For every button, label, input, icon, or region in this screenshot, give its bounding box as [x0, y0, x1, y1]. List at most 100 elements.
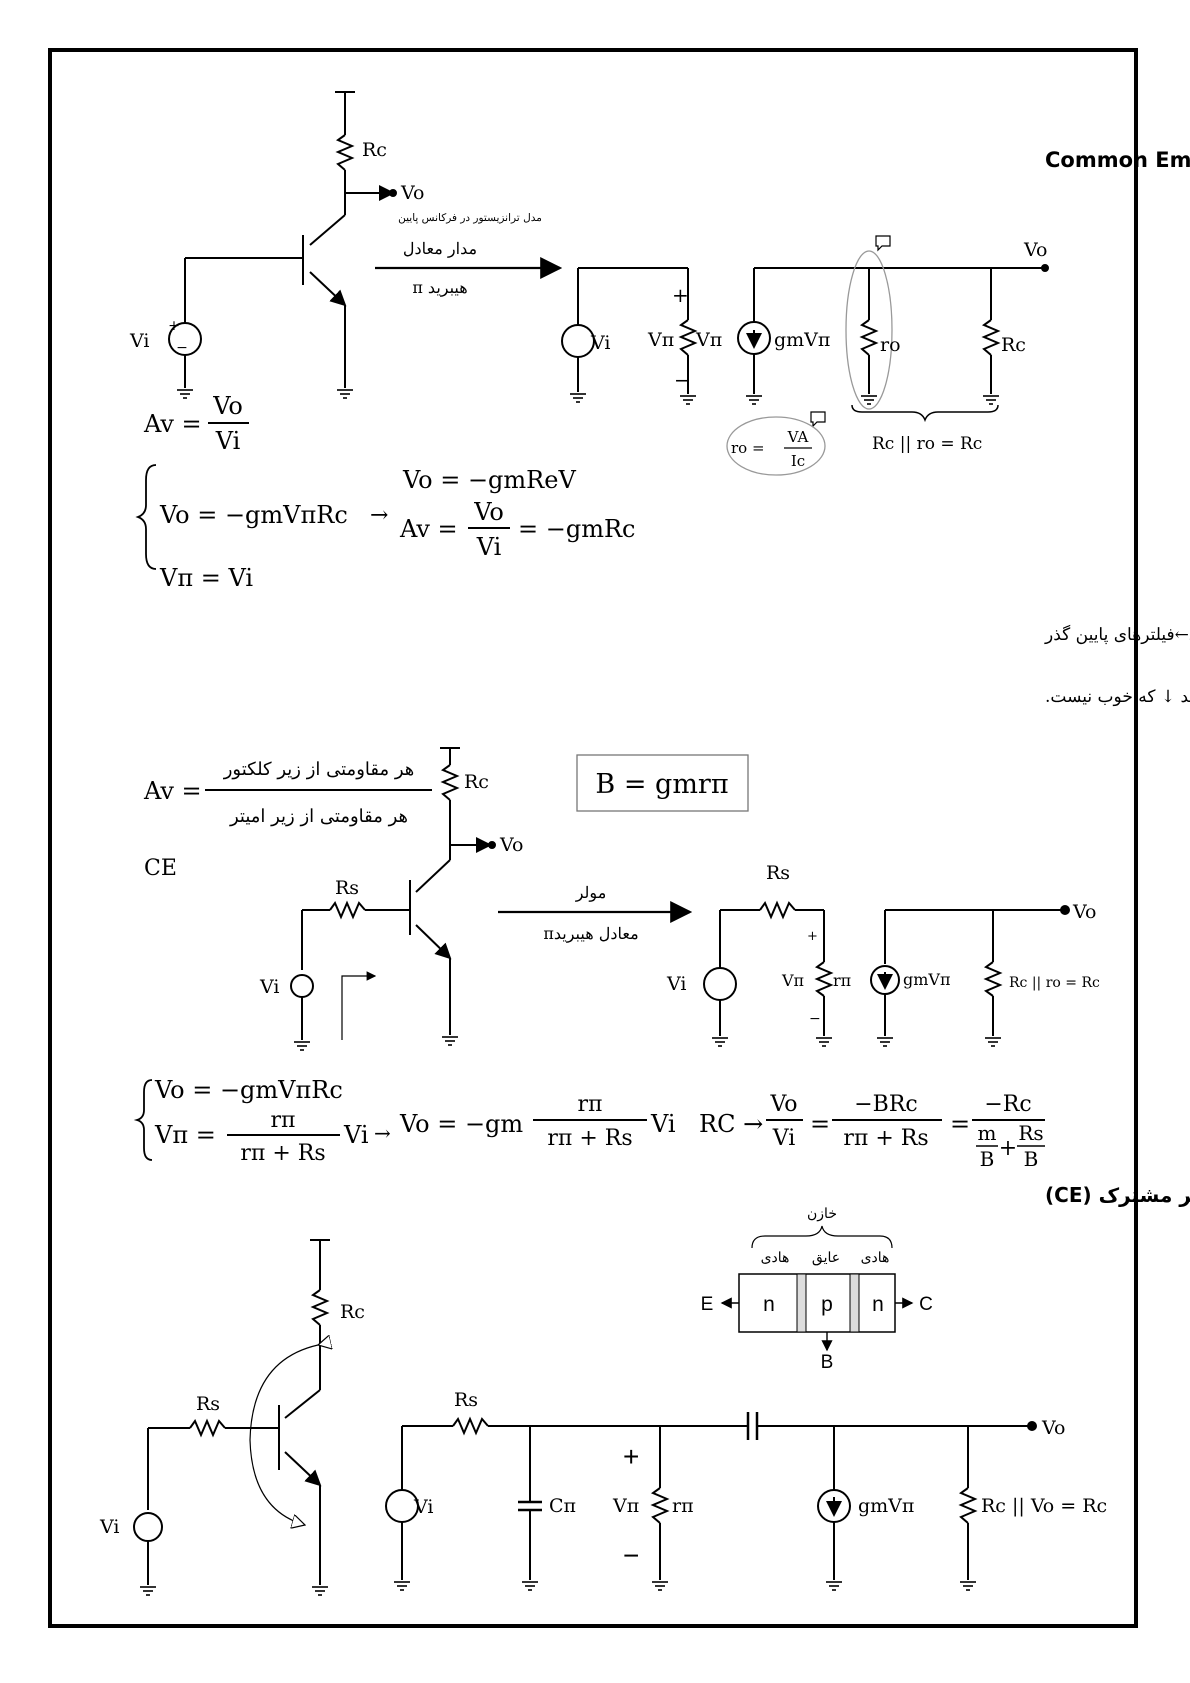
sys2-vpi-lhs: Vπ =	[154, 1121, 216, 1149]
heading-common-emitter: تقویت کننده امیتر مشترک: Common Emitter …	[1045, 148, 1190, 172]
gmvpi-label-2: gmVπ	[903, 970, 950, 989]
paragraph-lowpass: چون در فرکانس پایین گذر عبور می‌دهد و فر…	[1044, 624, 1190, 645]
g3-b-2: B	[1024, 1147, 1039, 1171]
page-border	[48, 48, 1138, 1628]
vpi-label-2: Vπ	[695, 329, 722, 351]
sys2-vpi-rhs: Vi	[343, 1121, 369, 1149]
eq-sign-1: =	[810, 1110, 830, 1138]
capacitor-label: خازن	[807, 1206, 837, 1222]
base-label: B	[821, 1352, 834, 1373]
g3-b-1: B	[980, 1147, 995, 1171]
rs-label-1: Rs	[335, 877, 359, 899]
vo-label-3: Vo	[499, 834, 523, 856]
av-rule-numerator: هر مقاومتی از زیر کلکتور	[223, 759, 415, 780]
rc-parallel-vo-label: Rc || Vo = Rc	[981, 1495, 1107, 1517]
beta-equation-box	[576, 754, 749, 812]
n-region-2: n	[872, 1293, 884, 1316]
hybrid-pi-equiv-label: معادل هیبریدπ	[543, 924, 638, 943]
bjt-circuit-1	[168, 91, 397, 399]
g-den: Vi	[772, 1126, 796, 1151]
sys2-vpi-num: rπ	[271, 1108, 296, 1133]
equivalent-circuit-1	[561, 235, 1049, 476]
vpi-label-3: Vπ	[781, 971, 804, 990]
eq-vo-gmvpirc: Vo = −gmVπRc	[159, 501, 348, 529]
plus-sign-2: +	[807, 929, 818, 944]
system-brace-1	[135, 464, 157, 570]
vi-label-4: Vi	[666, 973, 686, 995]
eq-arrow-1: →	[370, 503, 388, 528]
beta-equation: B = gmrπ	[595, 769, 728, 800]
eq-arrow-2: →	[374, 1121, 391, 1145]
ro-eq-label: ro =	[731, 439, 765, 457]
mullers-label: مولر	[575, 883, 607, 902]
pn-junction-diagram	[720, 1225, 914, 1352]
av-rule-lhs: Av =	[143, 777, 202, 805]
hybrid-pi-label: هیبرید π	[412, 278, 467, 297]
cpi-label: Cπ	[549, 1495, 576, 1517]
vi-label-2: Vi	[590, 332, 610, 354]
equivalent-circuit-3	[385, 1412, 1037, 1591]
paragraph-bandwidth: هر چه قطب دورتر باشد، پهنای باند ↑ هر چه…	[1045, 687, 1190, 707]
equivalent-circuit-2	[703, 900, 1070, 1047]
rc-parallel-ro-label-2: Rc || ro = Rc	[1009, 975, 1100, 991]
rpi-label-1: rπ	[833, 971, 851, 990]
sys2-vpi-den: rπ + Rs	[240, 1141, 325, 1166]
res-lhs: Vo = −gm	[399, 1110, 523, 1138]
bjt-circuit-3	[133, 1239, 330, 1596]
conductor-label-2: هادی	[861, 1250, 890, 1266]
ic-label: Ic	[791, 452, 805, 470]
bjt-circuit-2	[290, 747, 496, 1051]
gmvpi-label-3: gmVπ	[858, 1495, 914, 1517]
plus-sign-3: +	[623, 1441, 639, 1472]
heading-frequency-response: بررسی و رفتار فرکانس تقویت‌های یک طبقه. …	[1045, 1183, 1190, 1207]
equiv-circuit-label: مدار معادل	[403, 239, 477, 258]
vi-label-5: Vi	[99, 1516, 119, 1538]
gmvpi-label-1: gmVπ	[774, 329, 830, 351]
vi-label-1: Vi	[129, 330, 149, 352]
rc-label-2: Rc	[1001, 334, 1026, 356]
source-minus: −	[176, 340, 188, 356]
rc-label-1: Rc	[362, 139, 387, 161]
vo-label-2: Vo	[1023, 239, 1047, 261]
rs-label-4: Rs	[454, 1389, 478, 1411]
res-den: rπ + Rs	[547, 1126, 632, 1151]
av-rule-denominator: هر مقاومتی از زیر امیتر	[229, 806, 408, 827]
minus-sign-3: −	[623, 1540, 639, 1571]
conductor-label-1: هادی	[761, 1250, 790, 1266]
rc-label-3: Rc	[464, 771, 489, 793]
rc-arrow: RC →	[699, 1110, 763, 1138]
ro-label-1: ro	[880, 334, 901, 356]
g3-plus: +	[999, 1136, 1017, 1161]
av-def-num: Vo	[212, 392, 243, 420]
ce-label: CE	[144, 856, 177, 881]
rs-label-2: Rs	[766, 862, 790, 884]
res-rhs: Vi	[650, 1110, 676, 1138]
va-label: VA	[787, 428, 809, 446]
n-region-1: n	[763, 1293, 775, 1316]
source-plus: +	[168, 318, 180, 334]
res-num: rπ	[578, 1092, 603, 1117]
system-brace-2	[133, 1079, 153, 1161]
minus-sign-2: −	[809, 1011, 821, 1027]
g3-rs: Rs	[1018, 1121, 1043, 1145]
g-num: Vo	[769, 1092, 797, 1117]
eq-vpi-vi: Vπ = Vi	[159, 564, 253, 592]
plus-sign-1: +	[672, 283, 689, 307]
eq-av-rhs: = −gmRc	[518, 515, 635, 543]
collector-label: C	[919, 1294, 933, 1315]
rc-parallel-ro-label: Rc || ro = Rc	[872, 434, 982, 454]
vpi-label-4: Vπ	[612, 1495, 639, 1517]
emitter-label: E	[701, 1294, 714, 1315]
vo-label-1: Vo	[400, 182, 424, 204]
vo-label-5: Vo	[1041, 1417, 1065, 1439]
minus-sign-1: −	[674, 368, 691, 392]
rpi-label-2: rπ	[672, 1495, 694, 1517]
av-def-lhs: Av =	[143, 410, 202, 438]
g2-den: rπ + Rs	[843, 1126, 928, 1151]
eq-vo-gmrev: Vo = −gmReV	[402, 466, 576, 494]
eq-av-den: Vi	[476, 533, 502, 561]
eq-av-num: Vo	[473, 498, 504, 526]
g2-num: −BRc	[854, 1092, 918, 1117]
